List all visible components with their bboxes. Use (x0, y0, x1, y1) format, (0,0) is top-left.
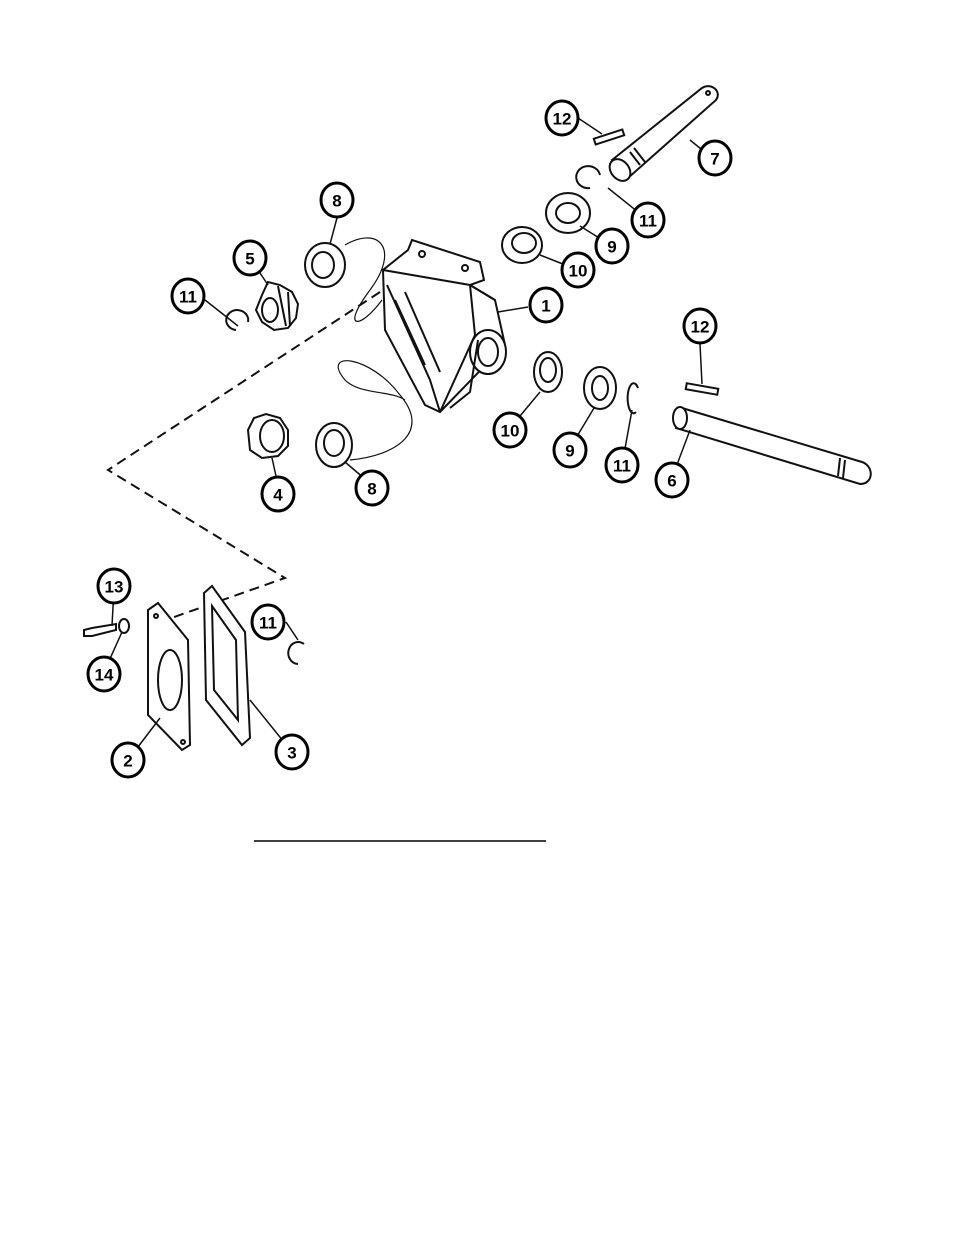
callout-c7: 7 (699, 141, 731, 175)
callout-number: 9 (565, 442, 574, 461)
callout-number: 5 (245, 250, 254, 269)
lock-washer (119, 619, 129, 633)
callout-number: 3 (287, 744, 296, 763)
bolt (84, 624, 116, 636)
callout-number: 7 (710, 150, 719, 169)
callout-c5: 5 (234, 241, 266, 275)
callout-number: 1 (541, 297, 550, 316)
bearing-lower-left (316, 423, 352, 467)
seal-upper (502, 227, 542, 263)
callout-number: 10 (569, 262, 588, 281)
callout-number: 12 (553, 110, 572, 129)
callout-c12b: 12 (684, 309, 716, 343)
callout-number: 11 (613, 457, 631, 476)
callout-c12a: 12 (546, 101, 578, 135)
callout-c6: 6 (656, 463, 688, 497)
callout-number: 8 (332, 192, 341, 211)
bevel-gear (248, 414, 288, 458)
callout-number: 11 (259, 614, 277, 633)
callout-c11d: 11 (252, 605, 284, 639)
snap-ring-bottom (288, 642, 304, 664)
callout-c3: 3 (276, 735, 308, 769)
callout-number: 11 (179, 288, 197, 307)
callout-number: 10 (501, 422, 520, 441)
callout-number: 2 (123, 752, 132, 771)
callout-number: 14 (95, 666, 114, 685)
callout-c11b: 11 (172, 279, 204, 313)
callout-number: 9 (607, 238, 616, 257)
cover-plate (148, 603, 190, 750)
callout-c1: 1 (530, 288, 562, 322)
output-shaft (673, 407, 871, 484)
bearing-upper-right (546, 193, 590, 233)
callout-c9b: 9 (554, 433, 586, 467)
callout-c4: 4 (262, 477, 294, 511)
snap-ring-upper-right (576, 166, 600, 188)
seal-lower (534, 352, 562, 392)
snap-ring-lower-right (628, 383, 638, 413)
callout-c2: 2 (112, 743, 144, 777)
callout-c14: 14 (88, 657, 120, 691)
gasket (204, 586, 250, 745)
callout-c13: 13 (98, 569, 130, 603)
callout-c11a: 11 (632, 203, 664, 237)
callout-c11c: 11 (606, 448, 638, 482)
callout-c8a: 8 (321, 183, 353, 217)
bearing-upper-left (305, 243, 345, 287)
pinion-gear (256, 282, 298, 330)
callout-number: 6 (667, 472, 676, 491)
callout-c9a: 9 (596, 229, 628, 263)
callout-number: 12 (691, 318, 710, 337)
leader-lines (104, 118, 712, 760)
callout-c10a: 10 (562, 253, 594, 287)
gearbox-housing (383, 240, 506, 412)
callout-number: 4 (273, 486, 283, 505)
bearing-lower-right (584, 367, 616, 409)
callout-number: 8 (367, 480, 376, 499)
callout-number: 11 (639, 212, 657, 231)
callout-number: 13 (105, 578, 124, 597)
callout-c10b: 10 (494, 413, 526, 447)
callout-c8b: 8 (356, 471, 388, 505)
key-lower (686, 383, 719, 394)
